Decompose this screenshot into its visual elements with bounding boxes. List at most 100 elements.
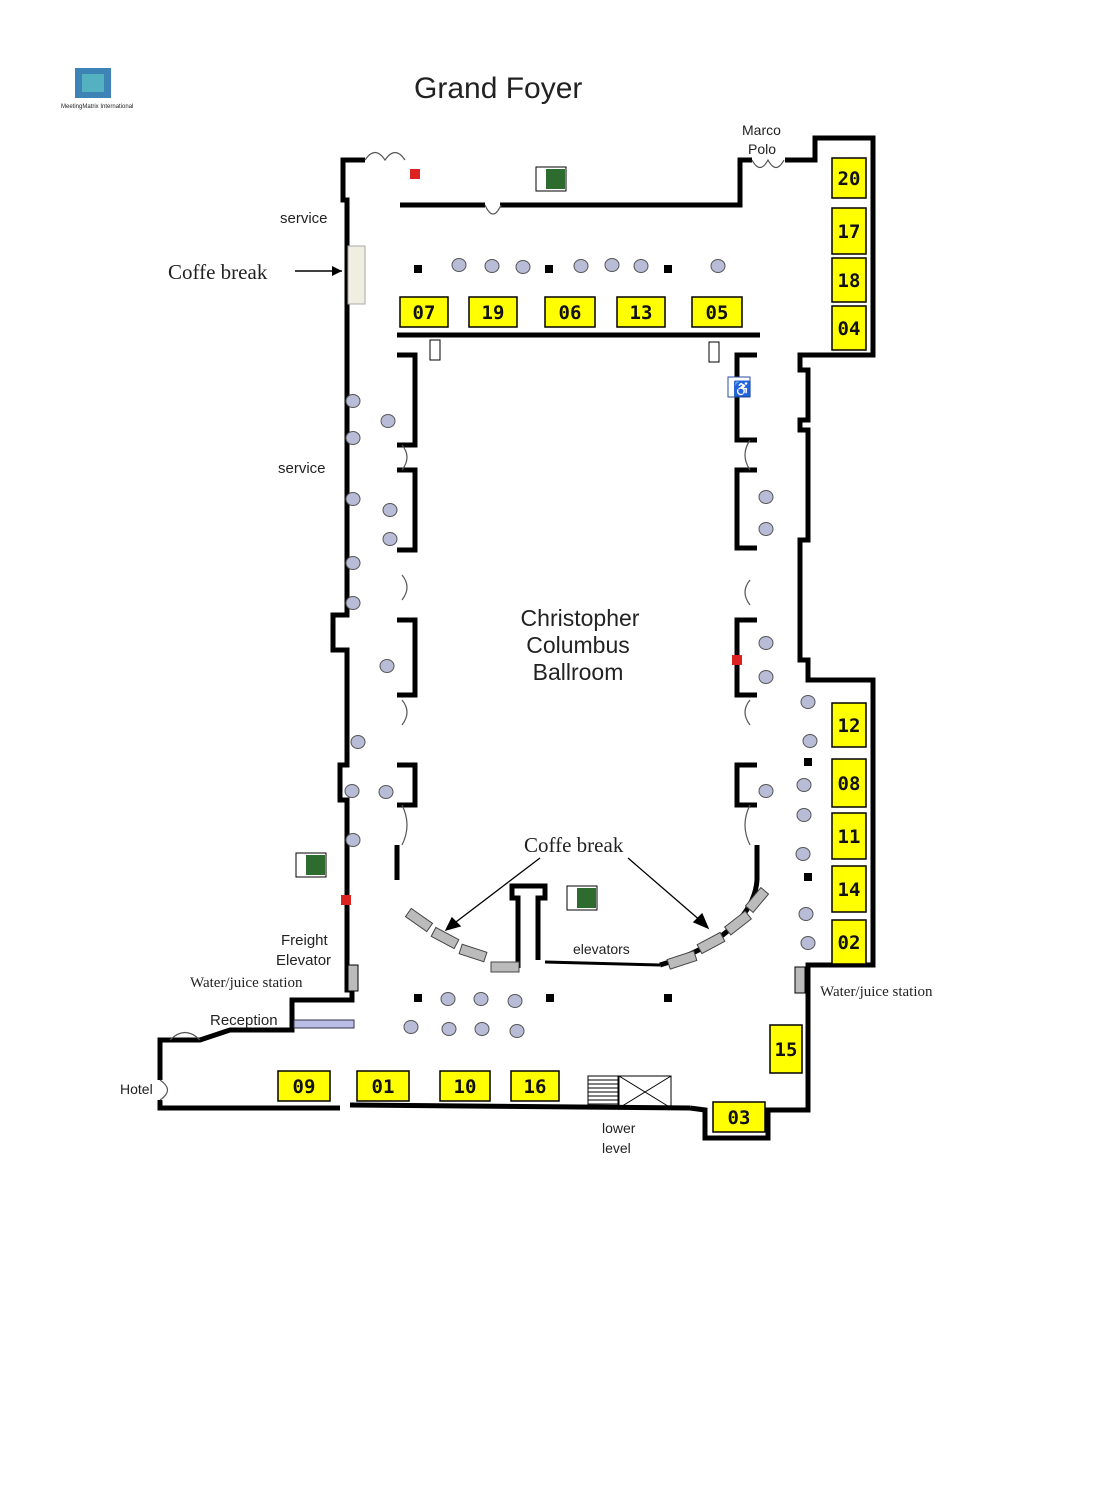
cocktail-table [758, 670, 774, 684]
booth-box [544, 296, 596, 328]
booth-01[interactable]: 01 [356, 1070, 410, 1102]
booth-box [831, 702, 867, 748]
ballroom-name: Christopher [521, 605, 640, 631]
exit-sign-icon [295, 852, 327, 878]
column [804, 758, 812, 766]
label-freight-elevator: Freight [281, 932, 329, 949]
accessible-icon: ♿ [727, 376, 752, 398]
booth-number: 10 [454, 1076, 477, 1098]
page-title: Grand Foyer [414, 72, 582, 105]
cocktail-table [710, 259, 726, 273]
label-hotel: Hotel [120, 1081, 153, 1097]
booth-box [831, 812, 867, 860]
booth-19[interactable]: 19 [468, 296, 518, 328]
booth-box [439, 1070, 491, 1102]
booth-15[interactable]: 15 [769, 1024, 803, 1074]
cocktail-table [800, 936, 816, 950]
label-marco-polo: Polo [748, 141, 776, 157]
booth-number: 04 [838, 318, 861, 340]
cocktail-table [758, 636, 774, 650]
svg-text:♿: ♿ [733, 380, 752, 398]
label-service: service [280, 210, 328, 227]
booth-number: 19 [482, 302, 505, 324]
cocktail-table [474, 1022, 490, 1036]
cocktail-table [507, 994, 523, 1008]
cocktail-table [345, 556, 361, 570]
ballroom-name: Columbus [526, 632, 630, 658]
booth-number: 14 [838, 879, 861, 901]
label-coffee-break: Coffe break [168, 260, 268, 284]
booth-05[interactable]: 05 [691, 296, 743, 328]
booth-04[interactable]: 04 [831, 305, 867, 351]
booth-number: 05 [706, 302, 729, 324]
cocktail-table [796, 808, 812, 822]
booth-16[interactable]: 16 [510, 1070, 560, 1102]
cocktail-table [380, 414, 396, 428]
booth-number: 01 [372, 1076, 395, 1098]
exit-sign-icon [566, 885, 598, 911]
booth-12[interactable]: 12 [831, 702, 867, 748]
cocktail-table [403, 1020, 419, 1034]
booth-07[interactable]: 07 [399, 296, 449, 328]
label-water-station: Water/juice station [820, 984, 933, 1000]
booth-20[interactable]: 20 [831, 157, 867, 199]
booth-number: 17 [838, 221, 861, 243]
booth-13[interactable]: 13 [616, 296, 666, 328]
booth-02[interactable]: 02 [831, 919, 867, 965]
booth-box [356, 1070, 410, 1102]
tables [344, 258, 818, 1038]
booth-number: 06 [559, 302, 582, 324]
cocktail-table [382, 503, 398, 517]
column [664, 265, 672, 273]
reception-desk [293, 1019, 355, 1029]
cocktail-table [802, 734, 818, 748]
booth-number: 15 [775, 1039, 798, 1061]
booth-11[interactable]: 11 [831, 812, 867, 860]
label-reception: Reception [210, 1012, 278, 1029]
cocktail-table [509, 1024, 525, 1038]
booth-number: 18 [838, 270, 861, 292]
booth-17[interactable]: 17 [831, 207, 867, 255]
booths: 07 19 06 13 05 20 17 18 04 12 08 11 14 02 15 03 09 01 10 16 [277, 157, 867, 1133]
booth-06[interactable]: 06 [544, 296, 596, 328]
booth-box [831, 157, 867, 199]
restroom-icon [708, 341, 720, 363]
booth-box [831, 305, 867, 351]
booth-09[interactable]: 09 [277, 1070, 331, 1102]
label-lower-level: level [602, 1140, 631, 1156]
booth-number: 11 [838, 826, 861, 848]
booth-number: 02 [838, 932, 861, 954]
booth-18[interactable]: 18 [831, 257, 867, 303]
booth-08[interactable]: 08 [831, 758, 867, 808]
booth-box [712, 1101, 766, 1133]
cocktail-table [758, 490, 774, 504]
cocktail-table [378, 785, 394, 799]
cocktail-table [758, 522, 774, 536]
booth-box [831, 865, 867, 913]
cocktail-table [800, 695, 816, 709]
cocktail-table [345, 492, 361, 506]
label-water-station: Water/juice station [190, 975, 303, 991]
cocktail-table [451, 258, 467, 272]
booth-number: 12 [838, 715, 861, 737]
booth-03[interactable]: 03 [712, 1101, 766, 1133]
label-marco-polo: Marco [742, 122, 781, 138]
column [546, 994, 554, 1002]
label-service: service [278, 460, 326, 477]
label-freight-elevator: Elevator [276, 952, 331, 969]
booth-box [831, 919, 867, 965]
booth-number: 13 [630, 302, 653, 324]
cocktail-table [350, 735, 366, 749]
booth-number: 08 [838, 773, 861, 795]
doors [159, 151, 785, 1101]
label-elevators: elevators [573, 941, 630, 957]
booth-box [616, 296, 666, 328]
cocktail-table [758, 784, 774, 798]
booth-14[interactable]: 14 [831, 865, 867, 913]
booth-box [468, 296, 518, 328]
booth-number: 16 [524, 1076, 547, 1098]
label-coffee-break: Coffe break [524, 833, 624, 857]
booth-10[interactable]: 10 [439, 1070, 491, 1102]
booth-box [769, 1024, 803, 1074]
